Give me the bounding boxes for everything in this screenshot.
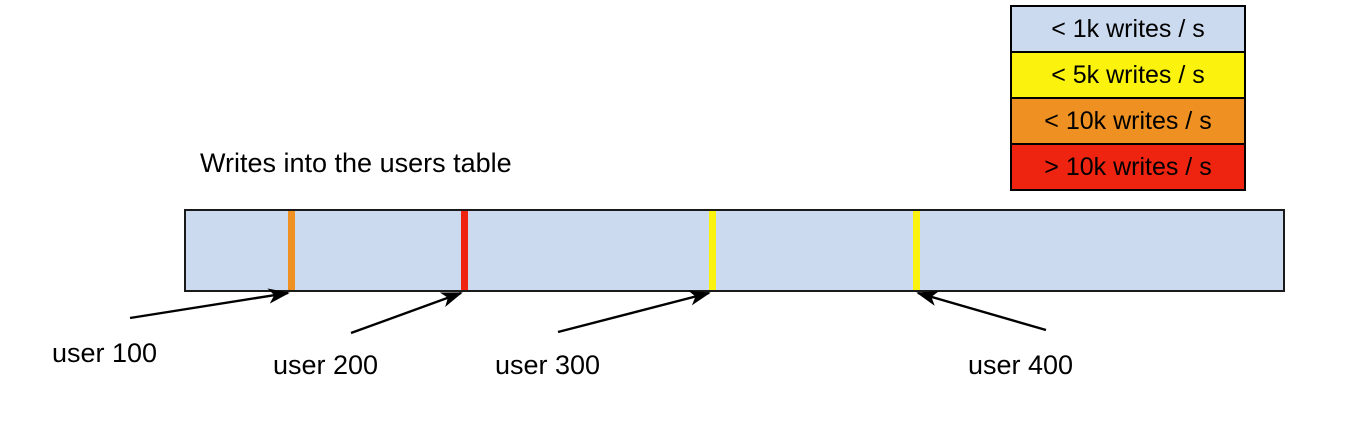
legend-item-lt-5k: < 5k writes / s xyxy=(1012,53,1244,99)
legend-item-label: < 5k writes / s xyxy=(1051,60,1205,89)
arrow-user-400 xyxy=(916,291,1047,332)
marker-stripe-user-400 xyxy=(913,211,920,290)
legend: < 1k writes / s < 5k writes / s < 10k wr… xyxy=(1010,5,1246,191)
marker-stripe-user-200 xyxy=(461,211,468,290)
arrow-user-100 xyxy=(129,288,290,320)
legend-item-gt-10k: > 10k writes / s xyxy=(1012,145,1244,189)
legend-item-lt-10k: < 10k writes / s xyxy=(1012,99,1244,145)
annotation-label-user-400: user 400 xyxy=(968,350,1074,380)
legend-item-label: < 1k writes / s xyxy=(1051,14,1205,43)
annotation-label-user-100: user 100 xyxy=(52,338,158,368)
arrow-user-300 xyxy=(557,290,711,334)
legend-item-label: > 10k writes / s xyxy=(1044,152,1212,181)
annotation-label-user-300: user 300 xyxy=(495,350,601,380)
arrow-user-200 xyxy=(350,291,463,335)
legend-item-lt-1k: < 1k writes / s xyxy=(1012,7,1244,53)
annotation-label-user-200: user 200 xyxy=(273,350,379,380)
marker-stripe-user-100 xyxy=(288,211,295,290)
marker-stripe-user-300 xyxy=(709,211,716,290)
legend-item-label: < 10k writes / s xyxy=(1044,106,1212,135)
chart-title: Writes into the users table xyxy=(200,148,512,178)
users-table-band xyxy=(184,209,1285,292)
